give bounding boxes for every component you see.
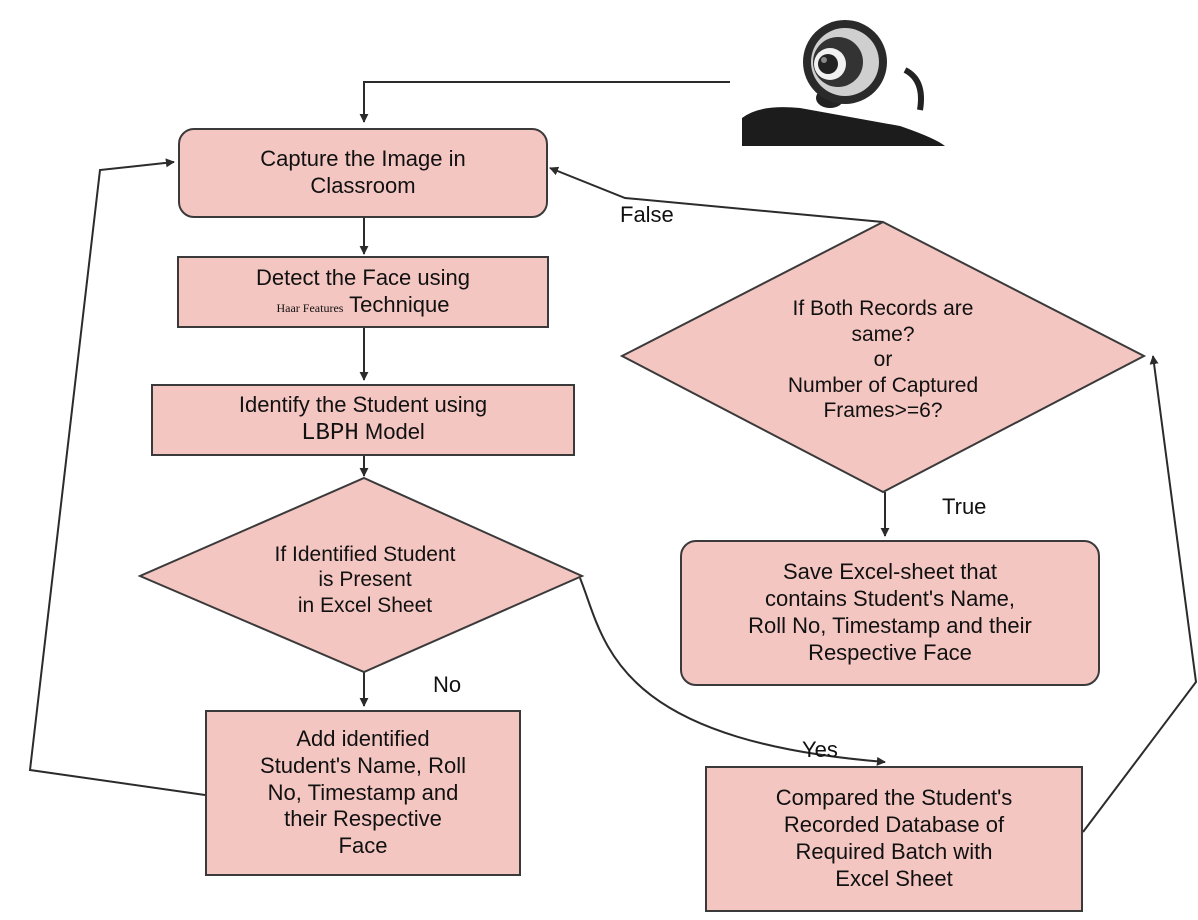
decision-same-line5: Frames>=6? (823, 399, 943, 423)
edge-camera-to-capture (359, 81, 730, 123)
capture-line1: Capture the Image in (260, 146, 466, 172)
compare-line2: Recorded Database of (783, 812, 1005, 838)
edge-label-no: No (433, 672, 462, 697)
lbph-label: LBPH (301, 419, 359, 447)
identify-line2: Model (364, 418, 425, 444)
add-line2: Student's Name, Roll (260, 752, 466, 778)
capture-line2: Classroom (310, 173, 416, 198)
save-line4: Respective Face (808, 639, 972, 665)
edge-decision-same-to-capture (549, 166, 884, 223)
add-line5: Face (338, 833, 388, 859)
add-student-box: Add identified Student's Name, Roll No, … (205, 710, 521, 876)
decision-same-shape (619, 220, 1147, 494)
identify-line1: Identify the Student using (238, 391, 488, 417)
edge-label-false: False (620, 202, 674, 227)
decision-present-line1: If Identified Student (274, 542, 456, 566)
decision-present-shape (137, 476, 585, 674)
edge-add-to-capture (28, 158, 206, 796)
webcam-icon (742, 20, 945, 146)
compare-line3: Required Batch with (795, 839, 993, 864)
decision-same-text: If Both Records are same? or Number of C… (718, 290, 1048, 430)
decision-present-line2: is Present (318, 568, 412, 592)
compare-line4: Excel Sheet (835, 865, 953, 891)
edge-label-true: True (942, 494, 987, 519)
haar-features-label: Haar Features (276, 301, 344, 315)
detect-line1: Detect the Face using (255, 265, 470, 291)
decision-same-line4: Number of Captured (787, 373, 979, 397)
add-line4: their Respective (284, 806, 442, 832)
save-line3: Roll No, Timestamp and their (748, 613, 1032, 638)
compare-line1: Compared the Student's (775, 785, 1013, 811)
edge-compare-to-decision-same (1082, 355, 1198, 833)
save-excel-box: Save Excel-sheet that contains Student's… (680, 540, 1100, 686)
identify-student-box: Identify the Student using LBPH Model (151, 384, 575, 456)
save-line1: Save Excel-sheet that (782, 559, 997, 585)
detect-line2: Technique (349, 292, 450, 317)
edge-decision-to-compare (579, 577, 886, 766)
decision-present-line3: in Excel Sheet (297, 593, 433, 617)
decision-same-line1: If Both Records are (792, 296, 974, 320)
compare-database-box: Compared the Student's Recorded Database… (705, 766, 1083, 912)
save-line2: contains Student's Name, (764, 586, 1015, 612)
decision-same-line3: or (873, 348, 893, 372)
add-line3: No, Timestamp and (267, 779, 459, 805)
decision-present-text: If Identified Student is Present in Exce… (200, 530, 530, 630)
add-line1: Add identified (296, 725, 430, 751)
detect-face-box: Detect the Face using Haar Features Tech… (177, 256, 549, 328)
capture-image-box: Capture the Image in Classroom (178, 128, 548, 218)
decision-same-line2: same? (851, 322, 915, 346)
edge-label-yes: Yes (802, 737, 838, 762)
